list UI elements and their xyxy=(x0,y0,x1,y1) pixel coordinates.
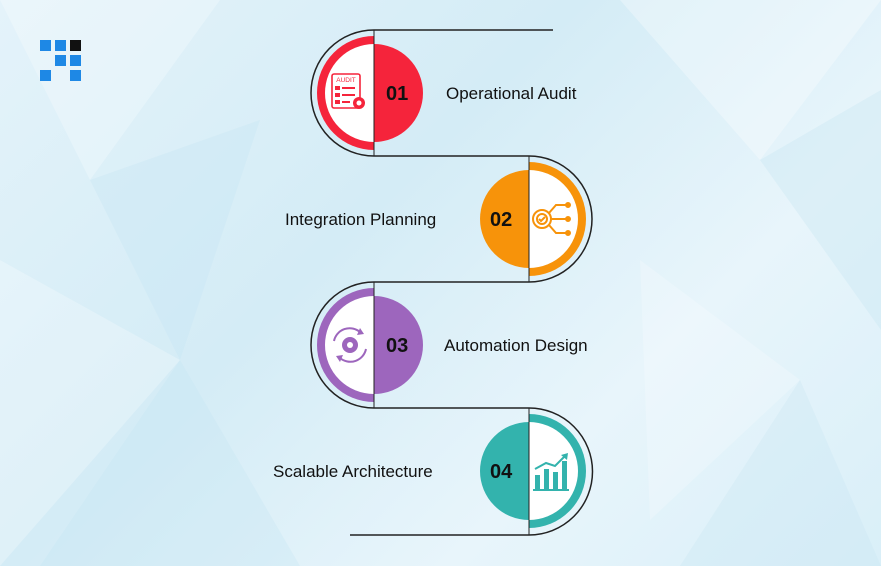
connector-path xyxy=(310,29,594,536)
step-04-circle xyxy=(480,408,586,535)
step-04-number: 04 xyxy=(490,461,513,483)
step-03-number: 03 xyxy=(386,335,409,357)
audit-checklist-icon: AUDIT xyxy=(331,73,365,109)
step-02-label: Integration Planning xyxy=(285,210,437,229)
audit-icon-text: AUDIT xyxy=(336,77,356,84)
brand-logo xyxy=(40,40,81,81)
step-01-label: Operational Audit xyxy=(446,84,577,103)
step-01-number: 01 xyxy=(386,83,409,105)
step-02-number: 02 xyxy=(490,209,513,231)
gear-network-icon xyxy=(532,202,571,236)
step-03-label: Automation Design xyxy=(444,336,588,355)
growth-chart-icon xyxy=(533,453,569,491)
step-04-label: Scalable Architecture xyxy=(273,462,433,481)
gear-cycle-icon xyxy=(333,327,367,363)
